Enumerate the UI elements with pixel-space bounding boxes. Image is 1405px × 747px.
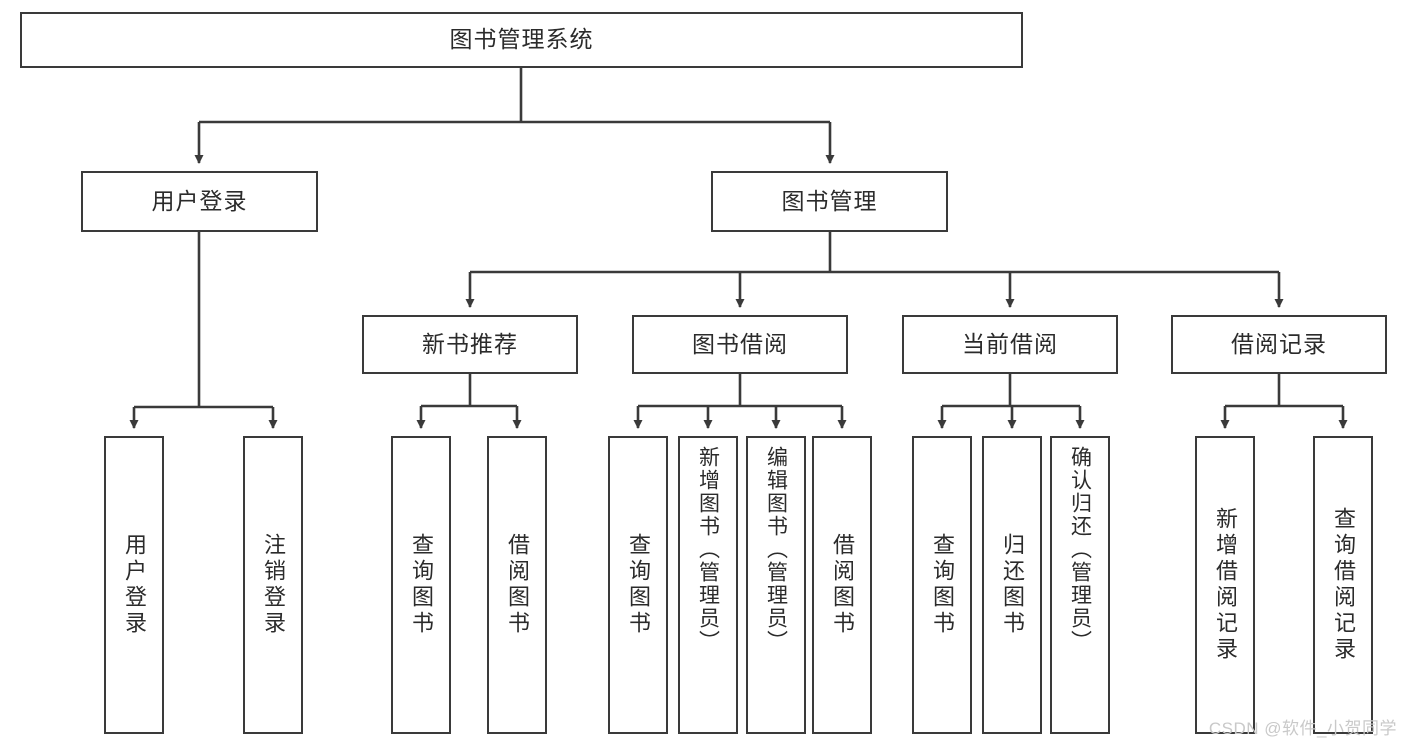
- node-label: 新书推荐: [422, 330, 518, 357]
- node-leaf-confirm-return[interactable]: 确认归还（管理员）: [1050, 436, 1110, 734]
- node-leaf-cur-query-book[interactable]: 查询图书: [912, 436, 972, 734]
- node-label: 新增图书（管理员）: [696, 446, 720, 653]
- node-label: 用户登录: [151, 187, 248, 214]
- node-label: 当前借阅: [962, 330, 1058, 357]
- node-leaf-query-record[interactable]: 查询借阅记录: [1313, 436, 1373, 734]
- node-label: 编辑图书（管理员）: [764, 446, 788, 653]
- node-leaf-add-record[interactable]: 新增借阅记录: [1195, 436, 1255, 734]
- node-leaf-user-logout[interactable]: 注销登录: [243, 436, 303, 734]
- node-leaf-borrow-query-book[interactable]: 查询图书: [608, 436, 668, 734]
- node-current-borrow[interactable]: 当前借阅: [902, 315, 1118, 374]
- node-label: 确认归还（管理员）: [1068, 446, 1092, 653]
- node-leaf-return-book[interactable]: 归还图书: [982, 436, 1042, 734]
- node-label: 查询借阅记录: [1331, 507, 1356, 663]
- node-label: 图书管理系统: [449, 26, 594, 53]
- node-label: 用户登录: [122, 533, 147, 637]
- node-label: 借阅记录: [1231, 330, 1327, 357]
- node-label: 借阅图书: [830, 533, 855, 637]
- node-borrow-record[interactable]: 借阅记录: [1171, 315, 1387, 374]
- node-label: 归还图书: [1000, 533, 1025, 637]
- node-label: 查询图书: [930, 533, 955, 637]
- node-leaf-borrow-book[interactable]: 借阅图书: [812, 436, 872, 734]
- node-leaf-rec-borrow-book[interactable]: 借阅图书: [487, 436, 547, 734]
- node-label: 图书借阅: [692, 330, 788, 357]
- node-leaf-rec-query-book[interactable]: 查询图书: [391, 436, 451, 734]
- node-user-login[interactable]: 用户登录: [81, 171, 318, 232]
- node-label: 借阅图书: [505, 533, 530, 637]
- node-label: 新增借阅记录: [1213, 507, 1238, 663]
- node-label: 查询图书: [626, 533, 651, 637]
- node-book-borrow[interactable]: 图书借阅: [632, 315, 848, 374]
- node-label: 图书管理: [781, 187, 878, 214]
- node-leaf-edit-book[interactable]: 编辑图书（管理员）: [746, 436, 806, 734]
- node-leaf-user-login[interactable]: 用户登录: [104, 436, 164, 734]
- node-root-system[interactable]: 图书管理系统: [20, 12, 1023, 68]
- node-label: 注销登录: [261, 533, 286, 637]
- node-new-book-recommend[interactable]: 新书推荐: [362, 315, 578, 374]
- node-book-manage[interactable]: 图书管理: [711, 171, 948, 232]
- node-label: 查询图书: [409, 533, 434, 637]
- csdn-watermark: CSDN @软件_小贺同学: [1208, 719, 1397, 738]
- node-leaf-add-book[interactable]: 新增图书（管理员）: [678, 436, 738, 734]
